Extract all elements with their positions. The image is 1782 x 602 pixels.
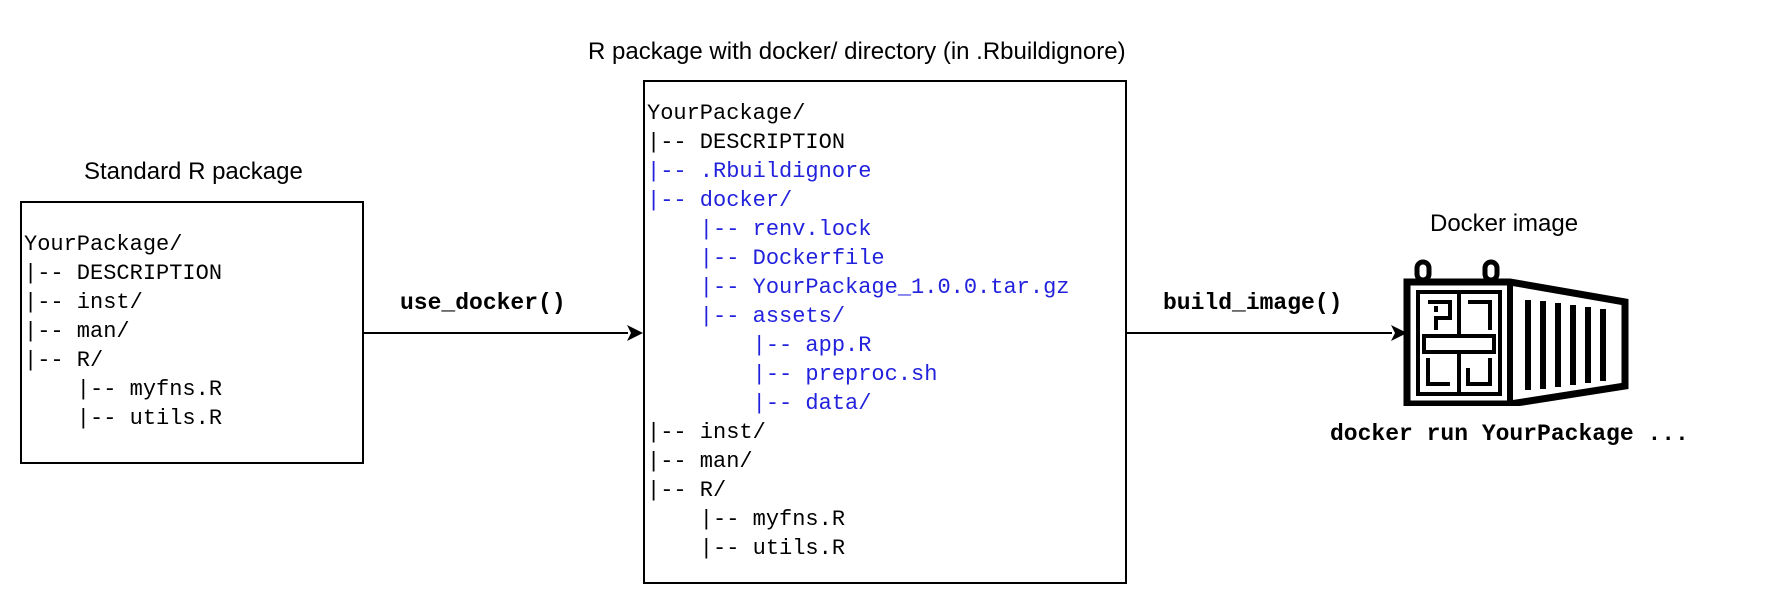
tree-line: |-- myfns.R [24,377,223,402]
docker-package-title: R package with docker/ directory (in .Rb… [588,38,1126,65]
tree-line: |-- .Rbuildignore [647,159,872,184]
tree-line: |-- utils.R [24,406,223,431]
tree-line: |-- Dockerfile [647,246,885,271]
tree-line: |-- R/ [647,478,727,503]
tree-line: |-- data/ [647,391,872,416]
tree-line: |-- R/ [24,348,104,373]
docker-image-title: Docker image [1430,210,1579,237]
tree-line: |-- man/ [24,319,130,344]
tree-line: |-- DESCRIPTION [24,261,223,286]
tree-line: |-- utils.R [647,536,846,561]
tree-line: |-- docker/ [647,188,793,213]
shipping-container-icon [1403,259,1629,406]
docker-run-command: docker run YourPackage ... [1330,421,1689,447]
standard-package-title: Standard R package [84,158,303,185]
build-image-label: build_image() [1163,290,1343,316]
standard-package-tree: YourPackage/ |-- DESCRIPTION |-- inst/ |-- … [24,230,222,433]
arrow-build-image [1127,325,1407,341]
tree-line: |-- inst/ [647,420,766,445]
docker-package-box [643,80,1127,584]
tree-line: |-- app.R [647,333,872,358]
tree-line: |-- renv.lock [647,217,872,242]
standard-package-box [20,201,364,464]
tree-line: |-- inst/ [24,290,143,315]
arrow-use-docker [364,325,643,341]
tree-line: |-- assets/ [647,304,846,329]
tree-line: |-- preproc.sh [647,362,938,387]
tree-line: |-- myfns.R [647,507,846,532]
use-docker-label: use_docker() [400,290,566,316]
docker-package-tree: YourPackage/ |-- DESCRIPTION |-- .Rbuildig… [647,99,1069,563]
tree-line: |-- YourPackage_1.0.0.tar.gz [647,275,1070,300]
tree-line: YourPackage/ [24,232,183,257]
tree-line: YourPackage/ [647,101,806,126]
tree-line: |-- man/ [647,449,753,474]
tree-line: |-- DESCRIPTION [647,130,846,155]
